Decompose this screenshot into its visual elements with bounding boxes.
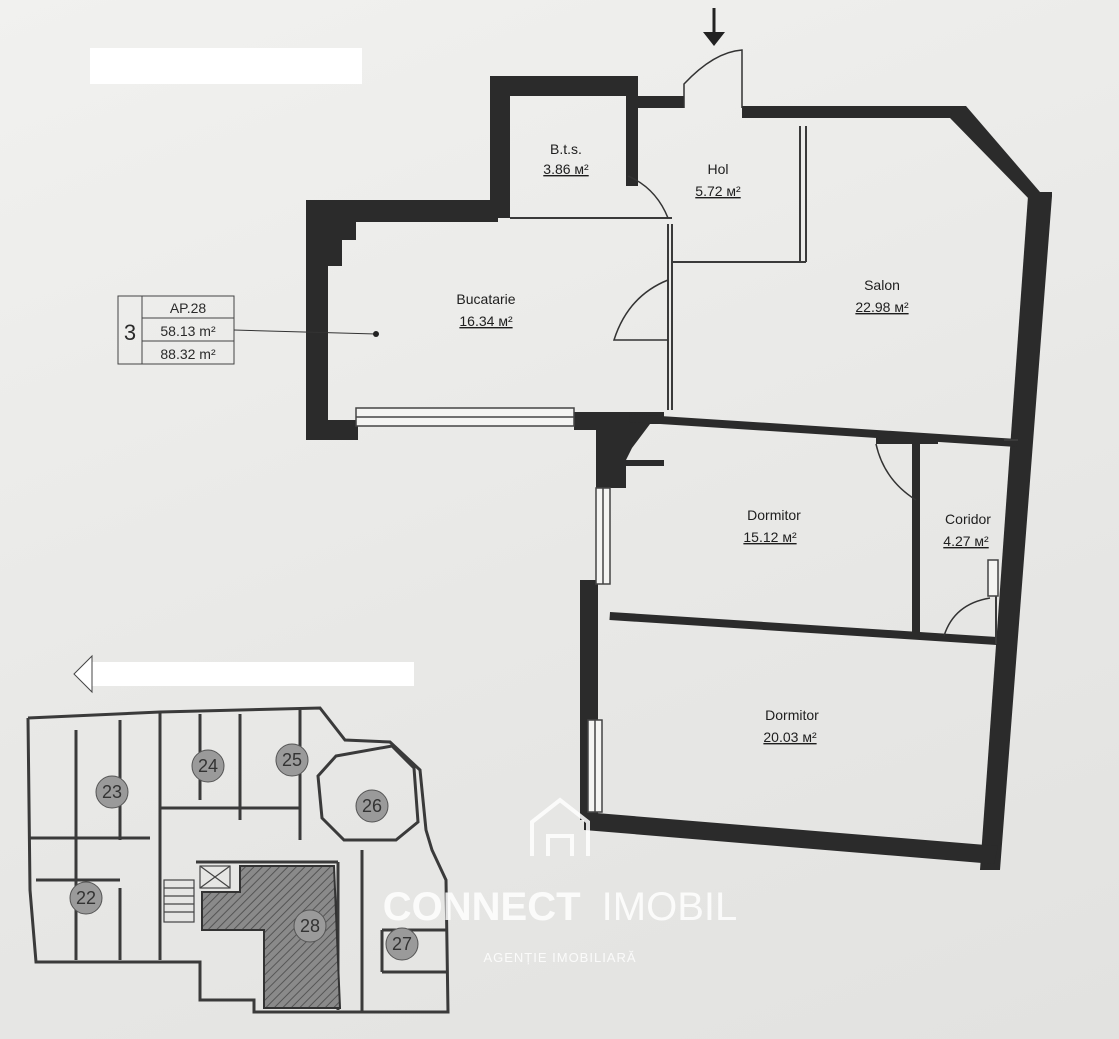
svg-text:CONNECT IMOBIL: CONNECT IMOBIL (383, 885, 738, 929)
brand-name-suffix: IMOBIL (602, 885, 738, 929)
unit-number: 24 (198, 756, 218, 776)
direction-arrow-icon (73, 654, 414, 694)
living-area: 58.13 m² (160, 323, 216, 339)
room-area: 16.34 м² (459, 313, 513, 329)
room-area: 20.03 м² (763, 729, 817, 745)
house-logo-icon (530, 797, 590, 856)
room-name: Coridor (945, 511, 991, 527)
partitions (510, 126, 1018, 644)
room-area: 4.27 м² (943, 533, 989, 549)
floor-number: 3 (124, 320, 136, 345)
room-name: Dormitor (747, 507, 801, 523)
brand-watermark: CONNECT IMOBIL AGENȚIE IMOBILIARĂ (383, 797, 738, 965)
unit-markers: 23 24 25 26 22 28 27 (69, 743, 419, 961)
apartment-info-box: 3 AP.28 58.13 m² 88.32 m² (117, 295, 379, 365)
unit-number: 26 (362, 796, 382, 816)
unit-number: 23 (102, 782, 122, 802)
unit-number: 22 (76, 888, 96, 908)
mini-building-plan: 23 24 25 26 22 28 27 (26, 654, 450, 1014)
brand-name: CONNECT (383, 885, 581, 929)
entrance-arrow-icon (703, 8, 725, 46)
doors (612, 49, 991, 637)
room-area: 3.86 м² (543, 161, 589, 177)
room-area: 5.72 м² (695, 183, 741, 199)
redaction-bar-top (90, 48, 362, 84)
apartment-number: AP.28 (170, 300, 207, 316)
unit-number: 27 (392, 934, 412, 954)
windows (355, 407, 999, 813)
room-labels: B.t.s. 3.86 м² Hol 5.72 м² Salon 22.98 м… (456, 141, 991, 745)
total-area: 88.32 m² (160, 346, 216, 362)
room-name: Bucatarie (456, 291, 515, 307)
unit-number: 25 (282, 750, 302, 770)
highlighted-apartment-28 (201, 865, 342, 1009)
room-name: B.t.s. (550, 141, 582, 157)
room-name: Salon (864, 277, 900, 293)
room-name: Dormitor (765, 707, 819, 723)
room-name: Hol (707, 161, 728, 177)
walls (306, 76, 1052, 870)
unit-number: 28 (300, 916, 320, 936)
room-area: 15.12 м² (743, 529, 797, 545)
brand-tagline: AGENȚIE IMOBILIARĂ (483, 950, 636, 965)
room-area: 22.98 м² (855, 299, 909, 315)
